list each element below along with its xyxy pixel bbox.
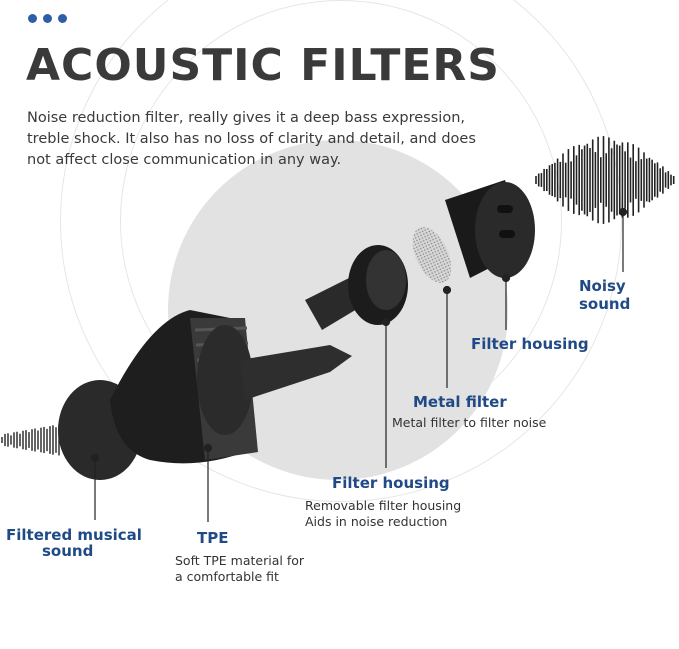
metal-filter-label: Metal filter <box>413 393 507 411</box>
noisy-sound-wave <box>535 136 675 224</box>
filter-housing-label: Filter housing <box>332 474 450 492</box>
earplug-body <box>58 310 352 480</box>
filtered-sound-wave <box>1 424 60 456</box>
filter-housing-description-2: Aids in noise reduction <box>305 514 448 529</box>
filter-housing-stem <box>305 245 408 330</box>
filter-housing-cap <box>445 180 535 278</box>
filter-housing-description-1: Removable filter housing <box>305 498 462 513</box>
tpe-description-1: Soft TPE material for <box>175 553 305 568</box>
filter-housing-cap-label: Filter housing <box>471 335 589 353</box>
decorative-dots <box>28 14 67 23</box>
noisy-sound-label: Noisy sound <box>579 277 631 313</box>
tpe-description-2: a comfortable fit <box>175 569 279 584</box>
metal-filter-mesh <box>412 226 452 284</box>
description-text: Noise reduction filter, really gives it … <box>27 110 476 168</box>
filtered-sound-label-line2: sound <box>42 542 94 560</box>
metal-filter-description: Metal filter to filter noise <box>392 415 547 430</box>
tpe-label: TPE <box>197 529 229 547</box>
page-title: ACOUSTIC FILTERS <box>26 40 500 91</box>
filtered-sound-label-line1: Filtered musical <box>6 526 142 544</box>
